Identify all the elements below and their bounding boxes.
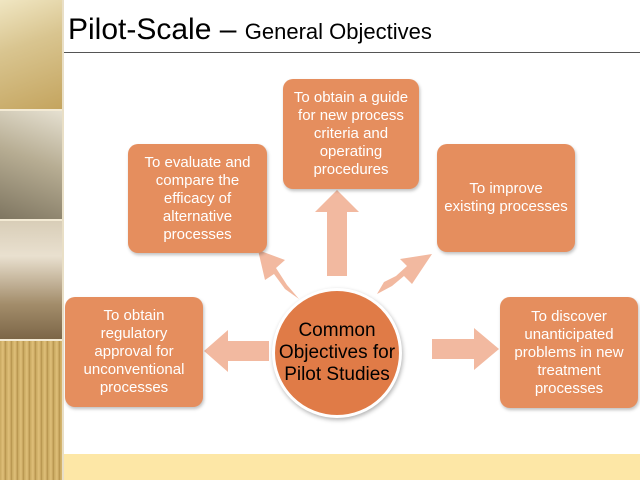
lab-photo-scientist	[0, 220, 62, 340]
objective-evaluate-box: To evaluate and compare the efficacy of …	[128, 144, 267, 253]
strip-divider	[0, 109, 62, 111]
objective-guide-box: To obtain a guide for new process criter…	[283, 79, 419, 189]
photo-strip	[0, 0, 62, 480]
footer-bar	[64, 454, 640, 480]
strip-divider	[0, 219, 62, 221]
center-circle: Common Objectives for Pilot Studies	[272, 288, 402, 418]
strip-edge-line	[62, 0, 64, 480]
arrow-up	[315, 190, 359, 276]
objective-regulatory-box: To obtain regulatory approval for unconv…	[65, 297, 203, 407]
slide-title-sub: General Objectives	[244, 19, 432, 44]
arrow-right	[432, 328, 499, 370]
lab-photo-glassware	[0, 110, 62, 220]
arrow-up-right	[377, 254, 432, 294]
strip-divider	[0, 339, 62, 341]
lab-photo-sample	[0, 340, 62, 480]
objective-improve-box: To improve existing processes	[437, 144, 575, 252]
slide-title: Pilot-Scale – General Objectives	[68, 10, 432, 47]
objective-discover-box: To discover unanticipated problems in ne…	[500, 297, 638, 408]
arrow-left	[204, 330, 269, 372]
slide-title-main: Pilot-Scale –	[68, 13, 245, 46]
title-underline	[64, 52, 640, 53]
arrow-up-left	[258, 250, 299, 299]
lab-photo-beaker	[0, 0, 62, 110]
